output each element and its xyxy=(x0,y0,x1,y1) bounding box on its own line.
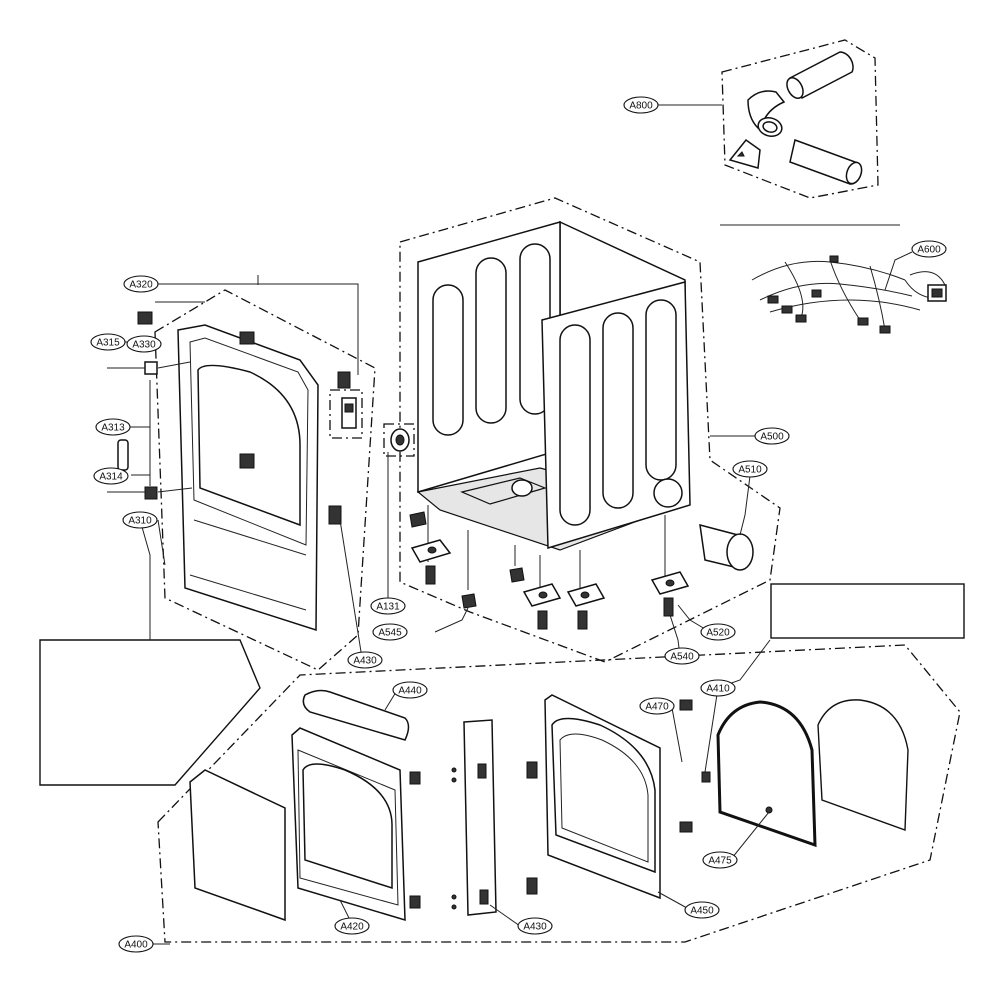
svg-text:A420: A420 xyxy=(340,922,364,933)
callout-a310: A310 xyxy=(122,511,158,529)
door-plate xyxy=(189,769,286,922)
svg-text:A450: A450 xyxy=(690,906,714,917)
panel-hinge-top xyxy=(239,331,255,345)
svg-text:A320: A320 xyxy=(129,280,153,291)
callout-a315: A315 xyxy=(90,333,126,351)
svg-text:A545: A545 xyxy=(378,628,402,639)
callout-a500: A500 xyxy=(754,427,790,445)
duct-elbow xyxy=(747,90,786,137)
svg-text:A500: A500 xyxy=(760,432,784,443)
svg-text:A330: A330 xyxy=(132,340,156,351)
svg-text:A510: A510 xyxy=(738,465,762,476)
duct-lower-tube xyxy=(789,139,863,185)
callout-a410: A410 xyxy=(700,679,736,697)
callout-a600: A600 xyxy=(911,240,947,258)
note-box-left xyxy=(39,639,261,786)
callout-a400: A400 xyxy=(118,935,154,953)
callout-a440: A440 xyxy=(392,681,428,699)
front-panel-boundary xyxy=(154,289,376,671)
callout-a450: A450 xyxy=(684,901,720,919)
callout-a430-lower: A430 xyxy=(517,917,553,935)
svg-text:A313: A313 xyxy=(101,423,125,434)
side-wall-rib xyxy=(559,324,591,526)
svg-text:A315: A315 xyxy=(96,338,120,349)
panel-latch xyxy=(239,453,255,469)
callout-a475: A475 xyxy=(702,851,738,869)
callout-a510: A510 xyxy=(732,460,768,478)
duct-clamp-bracket xyxy=(728,138,761,169)
leader-lines xyxy=(125,104,913,945)
svg-text:A131: A131 xyxy=(376,602,400,613)
door-gasket-a410 xyxy=(716,700,817,848)
callout-a470: A470 xyxy=(639,697,675,715)
side-wall-rib xyxy=(602,312,634,509)
cabinet-boundary xyxy=(399,197,781,663)
callout-a520: A520 xyxy=(700,623,736,641)
svg-text:A540: A540 xyxy=(670,652,694,663)
note-box-right xyxy=(770,583,965,639)
svg-text:A600: A600 xyxy=(917,245,941,256)
svg-text:A475: A475 xyxy=(708,856,732,867)
callout-a540: A540 xyxy=(664,647,700,665)
exhaust-opening xyxy=(653,478,683,508)
callout-a430-upper: A430 xyxy=(347,651,383,669)
svg-text:A520: A520 xyxy=(706,628,730,639)
svg-text:A440: A440 xyxy=(398,686,422,697)
svg-text:A314: A314 xyxy=(99,472,123,483)
callout-a420: A420 xyxy=(334,917,370,935)
svg-text:A430: A430 xyxy=(353,656,377,667)
svg-text:A430: A430 xyxy=(523,922,547,933)
door-group xyxy=(157,644,961,943)
callout-a545: A545 xyxy=(372,623,408,641)
svg-text:A470: A470 xyxy=(645,702,669,713)
exhaust-duct-a510 xyxy=(699,523,754,571)
callout-a313: A313 xyxy=(95,418,131,436)
svg-text:A410: A410 xyxy=(706,684,730,695)
duct-kit-group xyxy=(721,39,879,199)
wire-harness xyxy=(751,255,947,334)
left-wall-rib xyxy=(432,284,464,436)
callout-a320: A320 xyxy=(123,275,159,293)
base-motor xyxy=(511,479,533,497)
svg-text:A800: A800 xyxy=(629,101,653,112)
front-panel-group xyxy=(107,275,376,671)
svg-text:A400: A400 xyxy=(124,940,148,951)
left-wall-rib xyxy=(475,257,507,424)
cabinet-group xyxy=(399,197,781,663)
hinge-strip xyxy=(463,719,497,916)
door-outer-panel xyxy=(817,699,909,831)
door-handle-a440 xyxy=(302,689,410,741)
callout-a330: A330 xyxy=(126,335,162,353)
callout-a131: A131 xyxy=(370,597,406,615)
svg-text:A310: A310 xyxy=(128,516,152,527)
duct-kit-boundary xyxy=(721,39,879,199)
callout-a800: A800 xyxy=(623,96,659,114)
side-wall-rib xyxy=(645,299,677,481)
part-a131 xyxy=(383,423,415,457)
duct-upper-tube xyxy=(786,51,854,100)
door-group-boundary xyxy=(157,644,961,943)
leveling-feet xyxy=(409,511,690,630)
callout-a314: A314 xyxy=(93,467,129,485)
